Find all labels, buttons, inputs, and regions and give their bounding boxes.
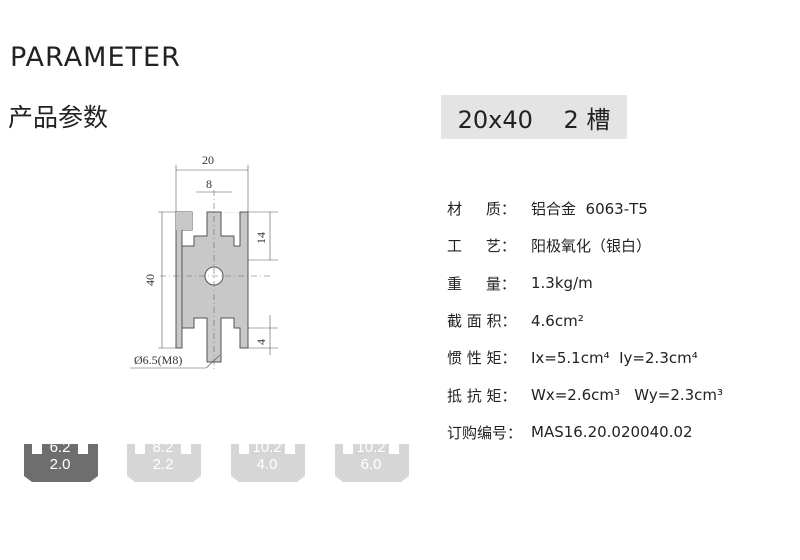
spec-label: 惯 性 矩： <box>447 349 517 368</box>
profile-top-left <box>176 212 192 230</box>
spec-label: 工 艺： <box>447 237 516 256</box>
dim-hole: Ø6.5(M8) <box>134 353 182 367</box>
spec-label: 抵 抗 矩： <box>447 386 517 405</box>
spec-label: 订购编号： <box>447 423 523 442</box>
profile-drawing: 20 8 40 14 4 Ø6.5(M8) <box>120 150 290 384</box>
spec-value: Ix=5.1cm⁴ Iy=2.3cm⁴ <box>531 348 698 367</box>
spec-row-material: 材 质： 铝合金 6063-T5 <box>447 190 723 227</box>
spec-value: Wx=2.6cm³ Wy=2.3cm³ <box>531 386 724 405</box>
spec-row-process: 工 艺： 阳极氧化（银白） <box>447 227 723 264</box>
slot-badge-width: 8.2 <box>152 439 174 456</box>
slot-badge-depth: 2.0 <box>49 456 71 473</box>
spec-row-modulus: 抵 抗 矩： Wx=2.6cm³ Wy=2.3cm³ <box>447 376 723 413</box>
slot-badge-shape <box>335 444 409 482</box>
slot-badge-shape <box>127 444 201 482</box>
slot-badge-width: 6.2 <box>49 439 71 456</box>
profile-left-wall <box>175 211 183 349</box>
slot-badge[interactable]: 6.2 2.0 <box>22 440 102 485</box>
spec-value: 阳极氧化（银白） <box>531 237 652 256</box>
slot-badge[interactable]: 10.2 4.0 <box>229 440 309 485</box>
dim-upper: 14 <box>254 232 268 244</box>
slot-badge-width: 10.2 <box>356 439 386 456</box>
slot-badge-shape <box>24 444 98 482</box>
dim-lower: 4 <box>254 339 268 345</box>
dim-slot: 8 <box>206 177 212 191</box>
spec-value: 4.6cm² <box>531 311 584 330</box>
spec-label: 材 质： <box>447 200 516 219</box>
slot-badge[interactable]: 10.2 6.0 <box>333 440 413 485</box>
spec-row-order-no: 订购编号： MAS16.20.020040.02 <box>447 414 723 451</box>
spec-label: 重 量： <box>447 274 516 293</box>
spec-row-inertia: 惯 性 矩： Ix=5.1cm⁴ Iy=2.3cm⁴ <box>447 339 723 376</box>
spec-value: 1.3kg/m <box>531 274 593 293</box>
dim-height: 40 <box>143 274 157 286</box>
profile-shape <box>181 211 249 363</box>
title-chinese: 产品参数 <box>8 103 109 132</box>
profile-drawing-svg: 20 8 40 14 4 Ø6.5(M8) <box>130 153 278 372</box>
model-label-box: 20x40 2 槽 <box>441 95 627 139</box>
spec-label: 截 面 积： <box>447 312 517 331</box>
slot-badge-depth: 2.2 <box>152 456 174 473</box>
title-english: PARAMETER <box>10 42 181 73</box>
slot-badge-width: 10.2 <box>252 439 282 456</box>
slot-badge-depth: 6.0 <box>360 456 382 473</box>
spec-row-area: 截 面 积： 4.6cm² <box>447 302 723 339</box>
slot-badge-shape <box>231 444 305 482</box>
spec-value: MAS16.20.020040.02 <box>531 423 693 442</box>
spec-row-weight: 重 量： 1.3kg/m <box>447 265 723 302</box>
dim-width: 20 <box>202 153 214 167</box>
spec-value: 铝合金 6063-T5 <box>531 200 648 219</box>
model-label: 20x40 2 槽 <box>457 105 611 134</box>
slot-badge-depth: 4.0 <box>256 456 278 473</box>
spec-list: 材 质： 铝合金 6063-T5 工 艺： 阳极氧化（银白） 重 量： 1.3k… <box>447 190 723 451</box>
slot-badge[interactable]: 8.2 2.2 <box>125 440 205 485</box>
